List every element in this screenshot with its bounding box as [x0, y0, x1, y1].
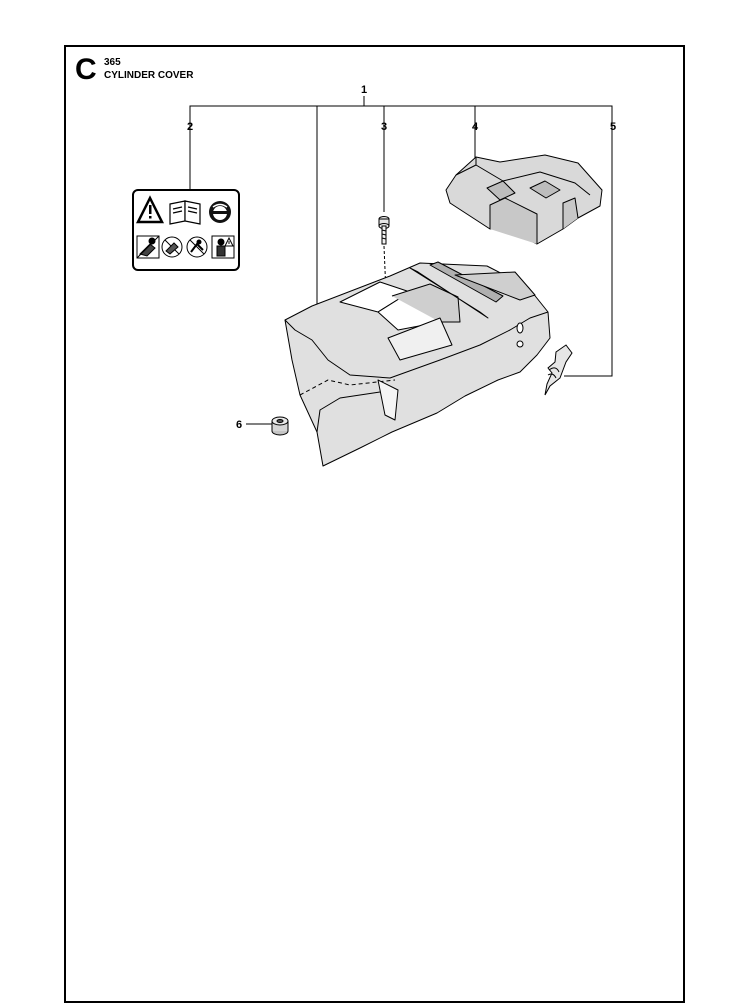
- top-cover: [445, 154, 603, 245]
- warning-decal: [132, 189, 240, 271]
- section-letter: C: [75, 53, 97, 86]
- cylinder-cover: [284, 261, 551, 467]
- rubber-nut: [271, 416, 289, 436]
- callout-5: 5: [610, 121, 616, 133]
- leader-lines: [189, 96, 613, 425]
- ear-eye-protection-icon: [209, 201, 231, 223]
- callout-4: 4: [472, 121, 479, 133]
- manual-book-icon: [169, 200, 201, 225]
- no-one-hand-icon: [186, 236, 208, 258]
- screw: [378, 216, 390, 245]
- callout-2: 2: [187, 121, 193, 133]
- callout-1: 1: [361, 84, 367, 96]
- model-number: 365: [104, 57, 121, 68]
- clip: [544, 344, 573, 396]
- bracket-1: [189, 105, 613, 132]
- protective-gear-icon: [211, 235, 235, 259]
- section-title: CYLINDER COVER: [104, 70, 194, 81]
- callout-6: 6: [236, 419, 242, 431]
- callout-3: 3: [381, 121, 387, 133]
- diagram-frame: [64, 45, 685, 1003]
- chainsaw-kickback-icon: [136, 235, 160, 259]
- warning-triangle-icon: [135, 195, 165, 224]
- two-hand-operation-icon: [161, 236, 183, 258]
